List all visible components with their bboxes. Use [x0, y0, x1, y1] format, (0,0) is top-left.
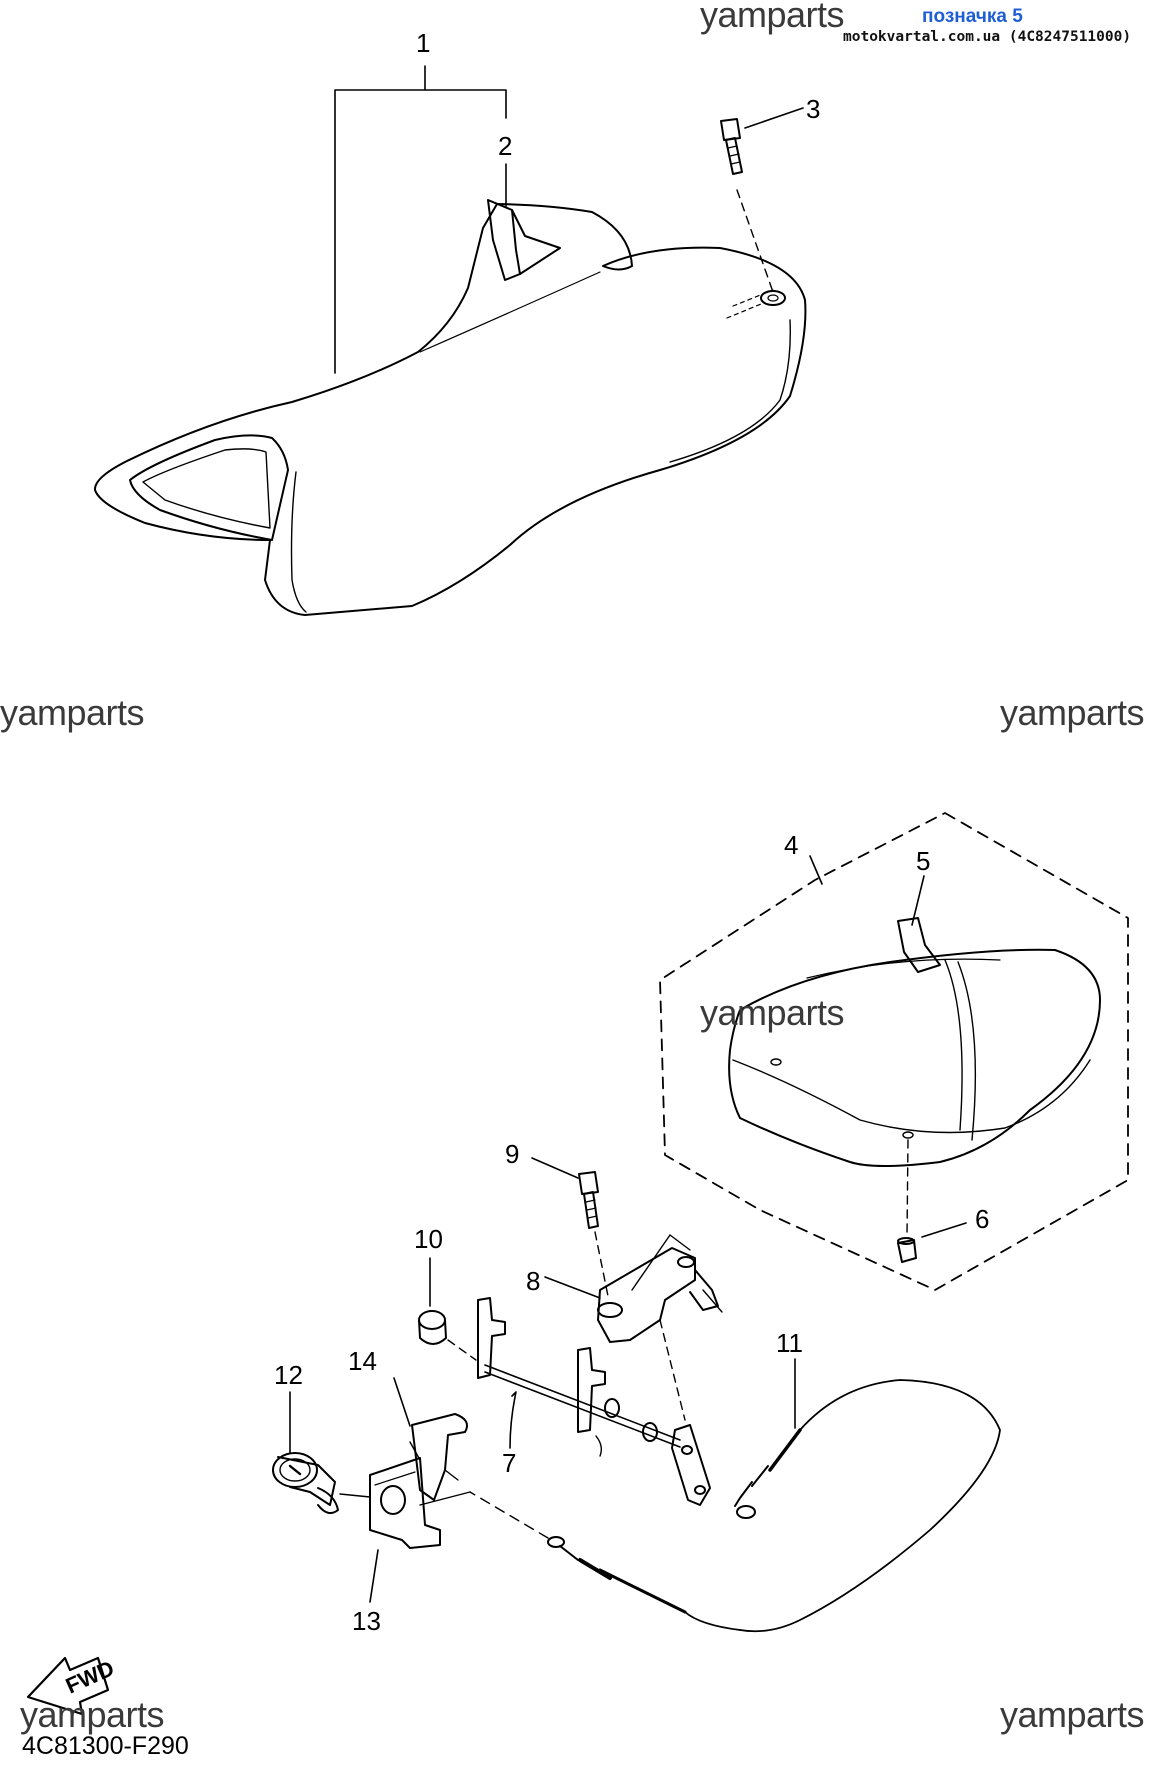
lock-bracket: [369, 1457, 441, 1549]
callout-12: 12: [274, 1360, 303, 1390]
seat-bracket: [597, 1234, 723, 1421]
rider-seat: [94, 199, 807, 616]
callout-13: 13: [352, 1606, 381, 1636]
marker-link[interactable]: позначка 5: [922, 6, 1023, 27]
seat-lock-rod: [477, 1297, 711, 1506]
bracket-bolt: [578, 1171, 609, 1297]
bolt: [720, 118, 774, 293]
source-site-label: motokvartal.com.ua (4C8247511000): [843, 29, 1132, 45]
callout-numbers: 1 2 3 4 5 6 7 8 9 10 11 12 13 14: [274, 28, 989, 1636]
watermark: yamparts: [0, 692, 145, 733]
callout-4: 4: [784, 830, 798, 860]
watermark: yamparts: [1000, 1694, 1145, 1735]
callout-leaders-bottom: [289, 855, 967, 1603]
callout-10: 10: [414, 1224, 443, 1254]
callout-leaders-top: [334, 65, 804, 374]
seat-cover-assembly-outline: [659, 812, 1129, 1291]
watermark: yamparts: [700, 0, 845, 35]
key-lock-cylinder: [272, 1452, 371, 1515]
nut: [897, 1237, 917, 1263]
callout-11: 11: [776, 1328, 803, 1358]
callout-5: 5: [916, 846, 930, 876]
callout-2: 2: [498, 131, 512, 161]
callout-6: 6: [975, 1204, 989, 1234]
callout-14: 14: [348, 1346, 377, 1376]
collar: [418, 1310, 477, 1361]
lock-plate: [409, 1413, 468, 1501]
callout-9: 9: [505, 1139, 519, 1169]
callout-8: 8: [526, 1266, 540, 1296]
callout-3: 3: [806, 94, 820, 124]
seat-lock-cable: [419, 1379, 1001, 1633]
pillion-seat: [728, 917, 1101, 1237]
watermark: yamparts: [1000, 692, 1145, 733]
callout-7: 7: [502, 1448, 516, 1478]
diagram-code: 4C81300-F290: [22, 1732, 189, 1760]
callout-1: 1: [416, 28, 430, 58]
watermark: yamparts: [700, 992, 845, 1033]
watermark: yamparts: [20, 1694, 165, 1735]
